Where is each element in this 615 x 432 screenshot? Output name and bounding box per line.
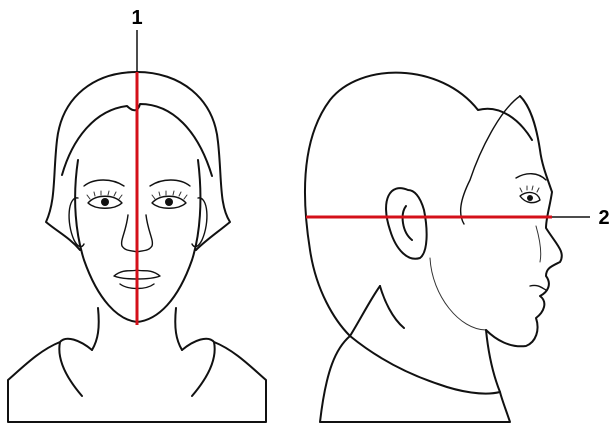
side-cheek-line <box>536 226 541 262</box>
side-face-profile <box>486 96 562 346</box>
side-eye <box>520 186 540 203</box>
front-right-eye <box>152 191 187 208</box>
label-2: 2 <box>598 207 609 229</box>
front-collar <box>8 339 266 422</box>
side-ear <box>386 188 427 259</box>
front-right-eyebrow <box>150 180 190 186</box>
side-hairline <box>461 96 520 224</box>
front-left-eyebrow <box>84 180 124 186</box>
side-mouth <box>530 285 546 290</box>
label-1: 1 <box>131 7 142 29</box>
side-jaw-line <box>430 258 486 330</box>
side-collar <box>320 336 510 422</box>
side-eyebrow <box>516 174 546 180</box>
side-view-head <box>305 73 562 422</box>
side-hair-outline <box>305 73 532 336</box>
side-neck <box>380 286 500 392</box>
front-left-eye <box>87 191 122 208</box>
